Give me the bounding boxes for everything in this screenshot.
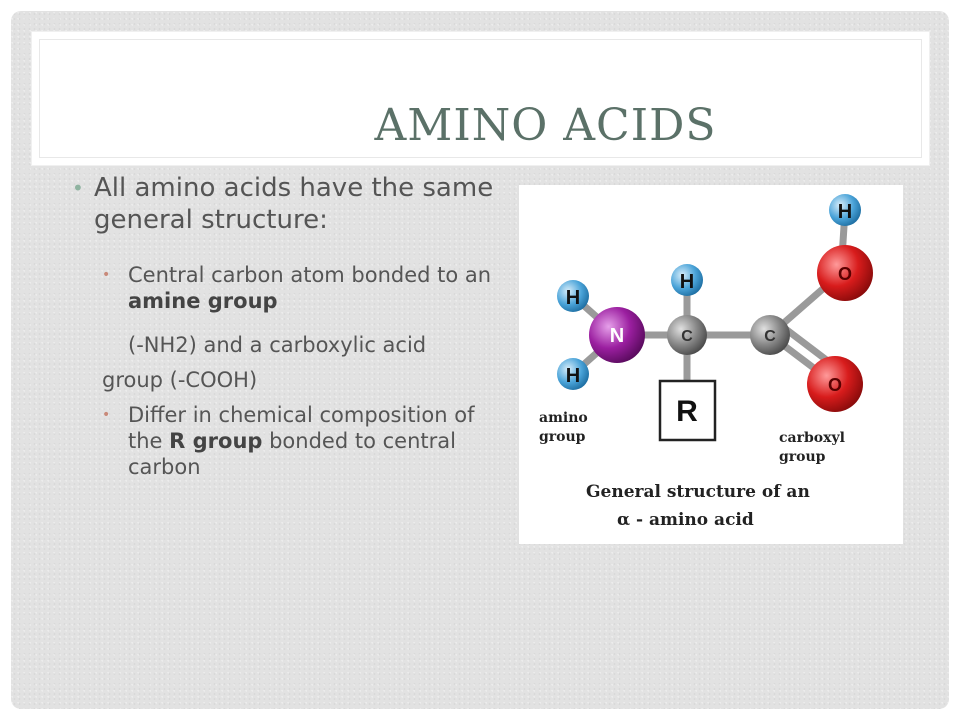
atom-c-alpha-label: C <box>681 328 693 345</box>
sub2-suffix: bonded to central carbon <box>128 429 456 479</box>
label-amino: amino <box>539 410 588 426</box>
r-group-box: R <box>658 379 717 442</box>
sub1-continuation: (-NH2) and a carboxylic acid <box>128 333 427 357</box>
sub2-bold: R group <box>169 429 263 453</box>
atom-h-left-top-label: H <box>566 287 580 309</box>
label-carboxyl-group: group <box>779 449 826 465</box>
atom-c-carboxyl-label: C <box>764 328 776 345</box>
atom-h-left-bottom: H <box>557 358 589 390</box>
atom-h-top-label: H <box>838 201 852 223</box>
caption-line1: General structure of an <box>586 482 810 502</box>
atom-h-top: H <box>829 194 861 226</box>
atom-h-left-bottom-label: H <box>566 365 580 387</box>
sub1-bold: amine group <box>128 289 278 313</box>
atom-h-left-top: H <box>557 280 589 312</box>
atom-h-alpha-label: H <box>680 271 694 293</box>
r-group-label: R <box>676 395 698 428</box>
label-amino-group: group <box>539 429 586 445</box>
atom-o-top-label: O <box>838 264 852 284</box>
sub1-continuation-2: group (-COOH) <box>102 368 258 392</box>
atom-h-alpha: H <box>671 264 703 296</box>
title-box: AMINO ACIDS <box>31 31 930 166</box>
bullet-dot: • <box>72 176 84 200</box>
sub1-text: Central carbon atom bonded to an <box>128 263 492 287</box>
bullet-text: All amino acids have the same general st… <box>94 173 494 235</box>
sub-bullet-text: Central carbon atom bonded to an amine g… <box>128 262 518 314</box>
atom-n-label: N <box>610 325 624 347</box>
atom-c-carboxyl: C <box>750 315 790 355</box>
label-carboxyl: carboxyl <box>779 430 845 446</box>
atom-o-bottom: O <box>807 356 863 412</box>
atom-c-alpha: C <box>667 315 707 355</box>
atom-n: N <box>589 307 645 363</box>
atom-o-bottom-label: O <box>828 375 842 395</box>
sub-bullet-text: Differ in chemical composition of the R … <box>128 402 508 480</box>
title-inner-frame <box>39 39 922 158</box>
slide-title: AMINO ACIDS <box>374 100 717 151</box>
sub2-prefix: Differ in chemical composition of the <box>128 403 475 453</box>
amino-acid-structure-figure: H O H H N C C H <box>519 185 903 544</box>
structure-diagram: H O H H N C C H <box>539 194 873 530</box>
sub-bullet-dot: • <box>102 407 111 423</box>
caption-line2: α - amino acid <box>617 510 754 530</box>
sub-bullet-dot: • <box>102 267 111 283</box>
atom-o-top: O <box>817 245 873 301</box>
